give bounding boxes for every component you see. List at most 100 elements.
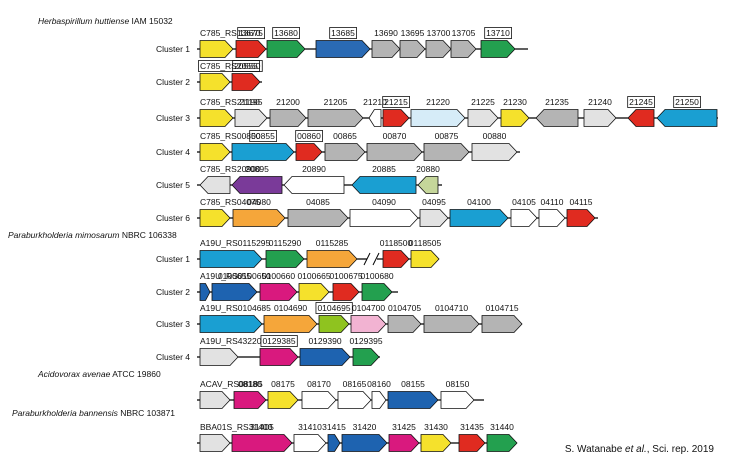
- gene-arrow: [352, 348, 380, 366]
- gene-label-box: [198, 60, 263, 72]
- gene-label: 0129385: [262, 336, 295, 346]
- gene-label: A19U_RS0100650: [200, 271, 271, 281]
- gene-arrow: [233, 391, 267, 409]
- gene-arrow: [327, 434, 341, 452]
- gene-arrow: [307, 109, 364, 127]
- gene-label: 04100: [467, 197, 491, 207]
- gene-arrow: [480, 40, 516, 58]
- gene-label: 31440: [490, 422, 514, 432]
- gene-label: 0115285: [316, 238, 349, 248]
- gene-label-box: [232, 60, 260, 72]
- gene-arrow: [267, 391, 299, 409]
- gene-label: 0100655: [218, 271, 251, 281]
- gene-label-box: [484, 27, 512, 39]
- gene-arrow: [199, 176, 231, 194]
- break-mark: [372, 252, 380, 266]
- citation-etal: et al.: [625, 444, 647, 455]
- gene-arrow: [265, 250, 305, 268]
- gene-label: 13705: [452, 28, 476, 38]
- gene-arrow: [371, 40, 401, 58]
- gene-label: 20885: [372, 164, 396, 174]
- gene-arrow: [627, 109, 655, 127]
- gene-label: 04115: [569, 197, 592, 207]
- gene-label: 0100665: [297, 271, 330, 281]
- gene-arrow: [199, 283, 211, 301]
- gene-arrow: [535, 109, 579, 127]
- gene-arrow: [199, 209, 231, 227]
- cluster-label: Cluster 6: [156, 213, 190, 223]
- citation: S. Watanabe et al., Sci. rep. 2019: [565, 444, 715, 455]
- gene-label: 13685: [331, 28, 355, 38]
- gene-arrow: [211, 283, 258, 301]
- gene-label: 31405: [250, 422, 274, 432]
- gene-arrow: [387, 391, 439, 409]
- gene-arrow: [283, 176, 345, 194]
- gene-arrow: [440, 391, 475, 409]
- gene-label-box: [272, 27, 300, 39]
- gene-label-box: [315, 302, 353, 314]
- gene-arrow: [423, 143, 470, 161]
- gene-arrow: [199, 250, 263, 268]
- gene-arrow: [410, 250, 440, 268]
- gene-label: 0118505: [409, 238, 442, 248]
- gene-label: 31415: [322, 422, 346, 432]
- gene-arrow: [538, 209, 566, 227]
- gene-label: 13690: [374, 28, 398, 38]
- gene-label: 00860: [297, 131, 321, 141]
- gene-label: 31425: [392, 422, 416, 432]
- organism-strain: ATCC 19860: [110, 369, 161, 379]
- gene-label: 00865: [333, 131, 357, 141]
- gene-label: 0104700: [352, 303, 385, 313]
- cluster-label: Cluster 1: [156, 44, 190, 54]
- gene-label: 21210: [363, 97, 387, 107]
- gene-arrow: [263, 315, 318, 333]
- gene-label: 21225: [471, 97, 495, 107]
- break-mark: [363, 252, 371, 266]
- gene-label: 0104695: [317, 303, 350, 313]
- gene-label: 04110: [540, 197, 563, 207]
- cluster-label: Cluster 2: [156, 287, 190, 297]
- gene-label: 0104705: [388, 303, 421, 313]
- gene-arrow: [232, 209, 286, 227]
- gene-label: 0129390: [308, 336, 341, 346]
- gene-label: 00855: [251, 131, 275, 141]
- gene-label: C785_RS00850: [200, 131, 261, 141]
- gene-arrow: [382, 250, 410, 268]
- gene-arrow: [371, 391, 387, 409]
- cluster-label: Cluster 4: [156, 352, 190, 362]
- gene-label: 20890: [302, 164, 326, 174]
- gene-arrow: [199, 143, 231, 161]
- gene-arrow: [231, 143, 295, 161]
- gene-label: 13700: [427, 28, 451, 38]
- gene-arrow: [293, 434, 327, 452]
- gene-label: 21245: [629, 97, 653, 107]
- gene-label: 0104715: [485, 303, 518, 313]
- cluster-label: Cluster 3: [156, 319, 190, 329]
- gene-arrow: [199, 348, 239, 366]
- gene-label: C785_RS21190: [200, 97, 260, 107]
- gene-label: 20880: [416, 164, 440, 174]
- gene-arrow: [231, 73, 261, 91]
- gene-arrow: [306, 250, 358, 268]
- cluster-label: Cluster 3: [156, 113, 190, 123]
- gene-arrow: [425, 40, 452, 58]
- gene-arrow: [387, 315, 422, 333]
- gene-label-box: [237, 27, 265, 39]
- gene-label: 21200: [276, 97, 300, 107]
- gene-arrow: [199, 73, 231, 91]
- gene-arrow: [566, 209, 596, 227]
- gene-label: 08150: [446, 379, 470, 389]
- gene-label-box: [260, 335, 298, 347]
- gene-label: 21230: [503, 97, 527, 107]
- gene-arrow: [266, 40, 306, 58]
- organism-name: Herbaspirillum huttiense: [38, 16, 129, 26]
- gene-label: 0129395: [349, 336, 382, 346]
- gene-arrow: [231, 434, 293, 452]
